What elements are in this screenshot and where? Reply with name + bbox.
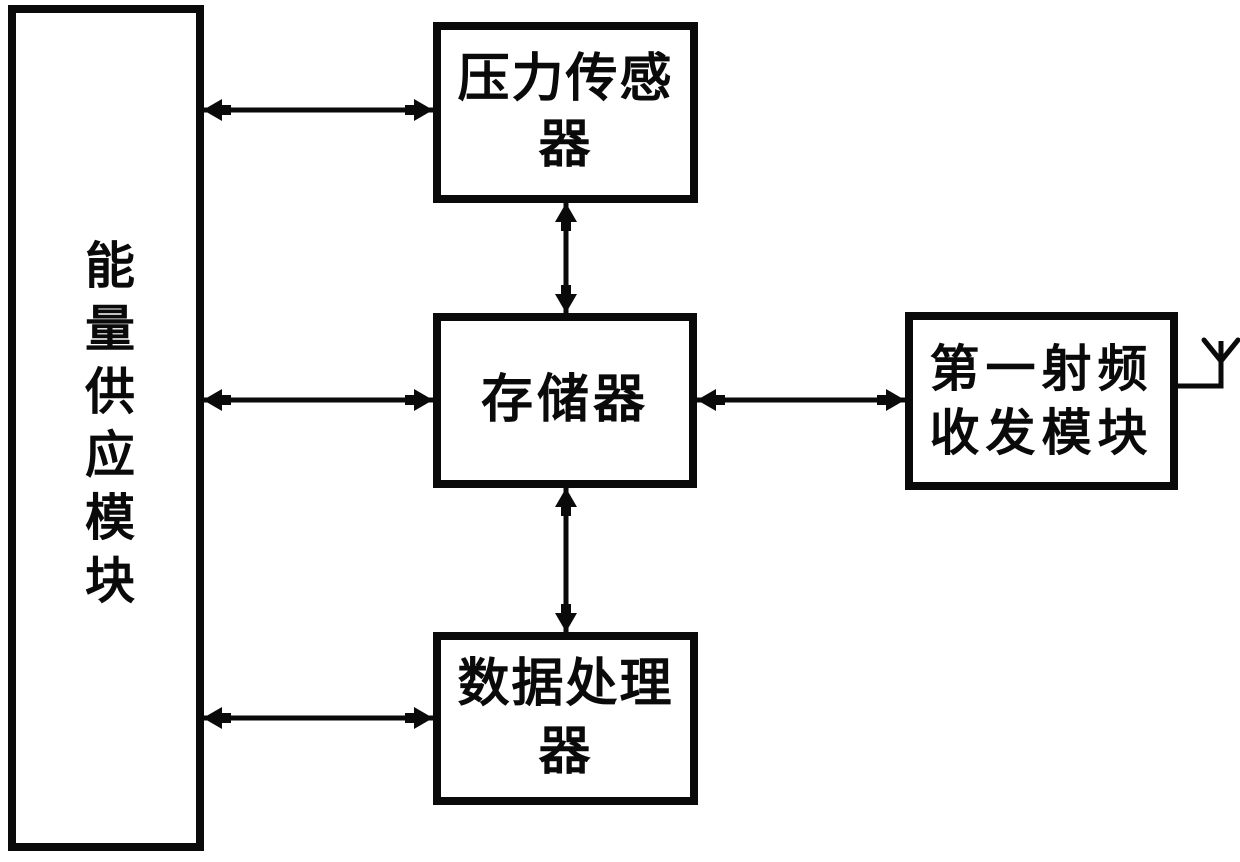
block-pressure-sensor-label: 压力传感器	[457, 50, 674, 174]
block-memory-label: 存储器	[480, 371, 649, 429]
block-rf-transceiver: 第一射频收发模块	[905, 312, 1178, 490]
block-pressure-sensor: 压力传感器	[433, 22, 698, 203]
block-data-processor-label: 数据处理器	[457, 655, 674, 781]
block-energy-supply-label: 能量供应模块	[78, 239, 134, 617]
block-rf-transceiver-label: 第一射频收发模块	[929, 341, 1154, 461]
antenna-icon	[1178, 337, 1240, 389]
block-data-processor: 数据处理器	[433, 632, 698, 805]
block-memory: 存储器	[433, 313, 697, 488]
block-energy-supply-module: 能量供应模块	[8, 5, 204, 851]
